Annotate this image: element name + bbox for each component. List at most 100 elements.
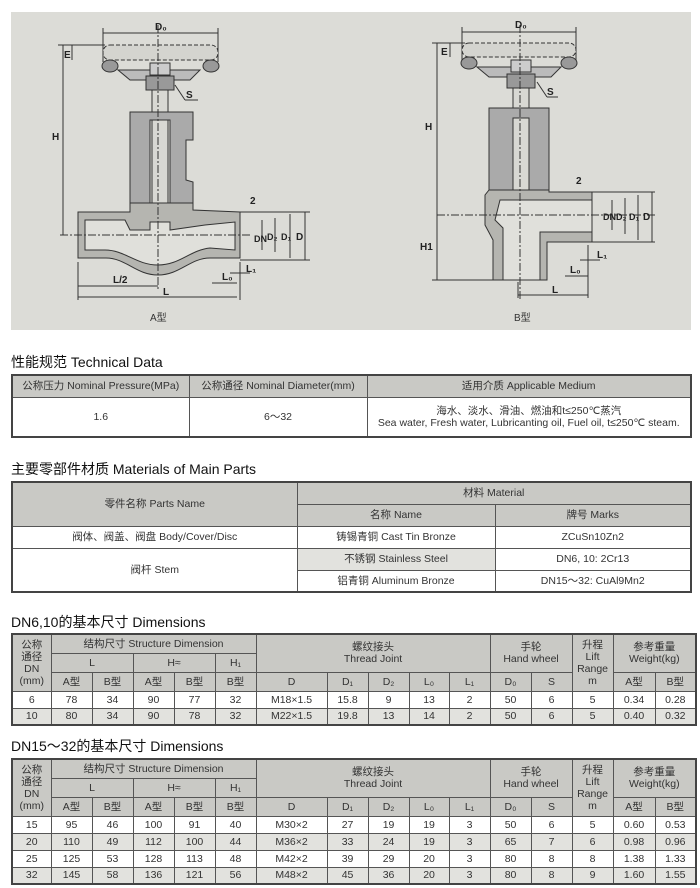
table-cell: 56 <box>214 866 257 885</box>
svg-text:L: L <box>163 287 169 298</box>
subheader-cell: L₀ <box>408 796 450 817</box>
table-cell: 20 <box>408 866 450 885</box>
medium-en: Sea water, Fresh water, Lubricanting oil… <box>377 416 680 429</box>
table-cell: 6 <box>11 690 52 709</box>
table-cell: 39 <box>326 849 369 868</box>
table-cell: 0.60 <box>612 815 656 834</box>
caption-a: A型 <box>150 311 167 324</box>
materials-title: 主要零部件材质 Materials of Main Parts <box>11 461 257 477</box>
table-cell: 90 <box>132 690 175 709</box>
table-cell: 65 <box>489 832 532 851</box>
header-h1: H₁ <box>214 777 257 798</box>
svg-text:H: H <box>425 122 432 133</box>
part-cell: 阀体、阀盖、阀盘 Body/Cover/Disc <box>11 525 298 549</box>
table-cell: 9 <box>571 866 614 885</box>
subheader-cell: D <box>255 671 328 692</box>
subheader-cell: D₂ <box>367 671 410 692</box>
table-cell: 13 <box>367 707 410 726</box>
table-cell: 136 <box>132 866 175 885</box>
table-cell: 45 <box>326 866 369 885</box>
table-cell: 112 <box>132 832 175 851</box>
table-cell: 91 <box>173 815 216 834</box>
subheader-cell: B型 <box>654 671 697 692</box>
table-cell: 5 <box>571 815 614 834</box>
header-h1: H₁ <box>214 652 257 673</box>
header-structure: 结构尺寸 Structure Dimension <box>50 758 257 779</box>
subheader-cell: D₁ <box>326 796 369 817</box>
table-cell: 80 <box>489 849 532 868</box>
svg-text:DN: DN <box>254 234 267 244</box>
table-cell: 19 <box>408 815 450 834</box>
table-cell: 34 <box>91 707 134 726</box>
medium-cn: 海水、淡水、滑油、燃油和t≤250℃蒸汽 <box>436 404 622 417</box>
subheader-cell: B型 <box>91 671 134 692</box>
diameter-value: 6～32 <box>188 396 368 438</box>
table-cell: 50 <box>489 707 532 726</box>
table-cell: 128 <box>132 849 175 868</box>
table-cell: 78 <box>173 707 216 726</box>
table-cell: 78 <box>50 690 93 709</box>
svg-text:D₁: D₁ <box>281 232 291 242</box>
subheader-cell: D₂ <box>367 796 410 817</box>
technical-data-title: 性能规范 Technical Data <box>11 354 163 370</box>
table-cell: 3 <box>448 815 491 834</box>
svg-text:E: E <box>441 47 448 58</box>
subheader-cell: B型 <box>214 796 257 817</box>
header-pressure: 公称压力 Nominal Pressure(MPa) <box>11 374 190 398</box>
table-cell: 110 <box>50 832 93 851</box>
table-cell: 19 <box>367 815 410 834</box>
table-cell: M18×1.5 <box>255 690 328 709</box>
table-cell: 5 <box>571 690 614 709</box>
table-cell: 1.33 <box>654 849 697 868</box>
header-material: 材料 Material <box>296 481 692 505</box>
header-l: L <box>50 652 134 673</box>
table-cell: M42×2 <box>255 849 328 868</box>
table-cell: 46 <box>91 815 134 834</box>
table-cell: 1.60 <box>612 866 656 885</box>
table-cell: 7 <box>530 832 573 851</box>
table-cell: 19 <box>408 832 450 851</box>
table-cell: 90 <box>132 707 175 726</box>
table-cell: 32 <box>214 690 257 709</box>
subheader-cell: B型 <box>214 671 257 692</box>
material-marks-cell: DN6, 10: 2Cr13 <box>494 547 692 571</box>
table-cell: 80 <box>489 866 532 885</box>
svg-text:S: S <box>547 87 554 98</box>
svg-text:D: D <box>296 232 303 243</box>
svg-text:L: L <box>552 285 558 296</box>
dims-large-title: DN15～32的基本尺寸 Dimensions <box>11 738 224 754</box>
table-cell: 6 <box>571 832 614 851</box>
table-cell: 8 <box>571 849 614 868</box>
table-cell: 1.38 <box>612 849 656 868</box>
material-marks-cell: ZCuSn10Zn2 <box>494 525 692 549</box>
subheader-cell: L₁ <box>448 671 491 692</box>
table-cell: 8 <box>530 866 573 885</box>
technical-data-table: 公称压力 Nominal Pressure(MPa) 公称通径 Nominal … <box>11 374 692 438</box>
svg-text:2: 2 <box>250 196 256 207</box>
table-cell: 100 <box>132 815 175 834</box>
subheader-cell: A型 <box>132 796 175 817</box>
table-cell: 2 <box>448 707 491 726</box>
svg-text:D₀: D₀ <box>155 22 167 33</box>
table-cell: 0.53 <box>654 815 697 834</box>
svg-text:L₁: L₁ <box>597 250 607 261</box>
table-cell: M22×1.5 <box>255 707 328 726</box>
valve-b-drawing: D₀ E H H1 S 2 DN D₂ D₁ D L₁ L₀ L B型 <box>420 20 655 324</box>
subheader-cell: D₀ <box>489 796 532 817</box>
table-cell: 20 <box>11 832 52 851</box>
table-cell: 13 <box>408 690 450 709</box>
header-structure: 结构尺寸 Structure Dimension <box>50 633 257 654</box>
subheader-cell: A型 <box>50 671 93 692</box>
svg-text:D: D <box>643 212 650 223</box>
subheader-cell: B型 <box>173 796 216 817</box>
table-cell: 50 <box>489 690 532 709</box>
svg-text:2: 2 <box>576 176 582 187</box>
caption-b: B型 <box>514 311 531 324</box>
